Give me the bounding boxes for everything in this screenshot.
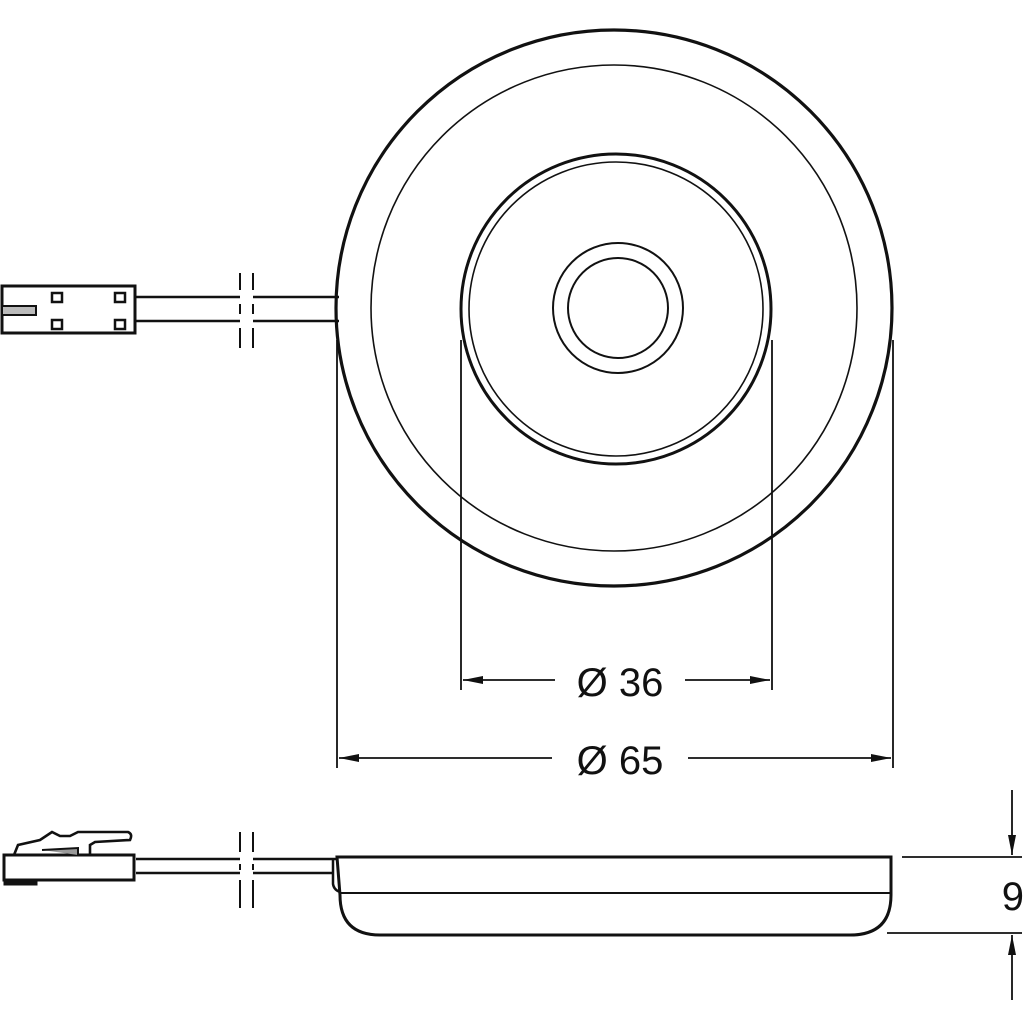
dimension-height: 9: [887, 790, 1024, 1000]
led-inner-ring: [567, 257, 669, 359]
lens-inner-circle: [468, 161, 764, 457]
outer-housing-circle: [334, 28, 894, 588]
outer-diameter-label: Ø 65: [577, 739, 664, 783]
side-view: [331, 855, 893, 937]
cable-top-view: [136, 273, 339, 348]
extension-lines: [336, 340, 894, 768]
rim-circle: [370, 64, 858, 552]
housing-side-profile: [335, 855, 893, 937]
connector-side-view: [2, 830, 136, 886]
led-outer-ring: [552, 242, 684, 374]
lens-outer-circle: [459, 152, 773, 466]
dimension-inner-diameter: Ø 36: [463, 661, 770, 705]
cable-break-mark: [239, 273, 254, 348]
cable-break-mark: [239, 832, 254, 908]
top-view: [334, 28, 894, 588]
height-label: 9: [1002, 875, 1024, 919]
inner-diameter-label: Ø 36: [577, 661, 664, 705]
cable-entry-grommet: [331, 859, 341, 894]
connector-top-view: [0, 284, 137, 335]
cable-side-view: [136, 832, 337, 908]
dimension-outer-diameter: Ø 65: [339, 739, 891, 783]
